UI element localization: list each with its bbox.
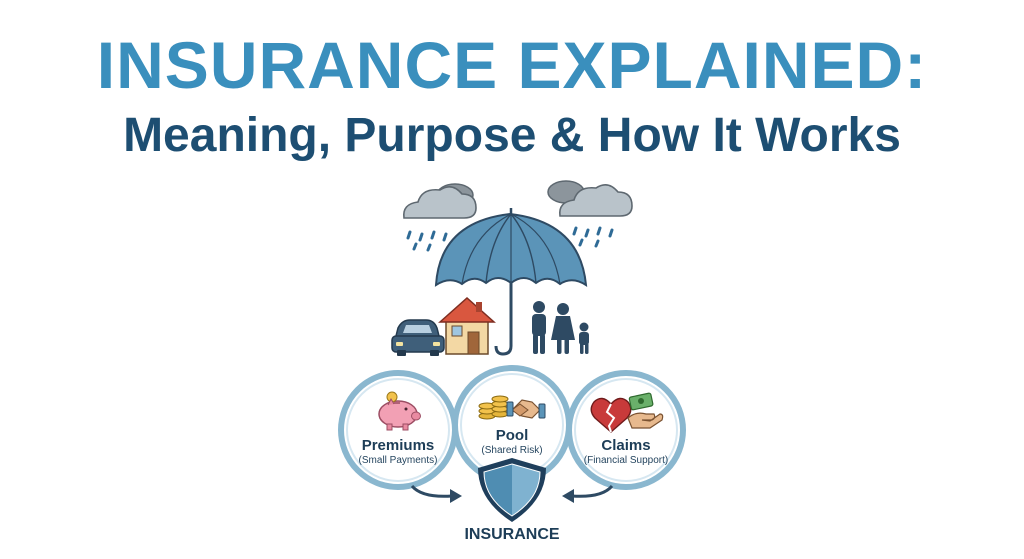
rain-cloud-icon <box>402 183 477 252</box>
pool-description: (Shared Risk) <box>481 445 543 456</box>
page-title: INSURANCE EXPLAINED: <box>96 28 928 102</box>
family-icon <box>532 301 589 354</box>
shield-icon <box>478 458 546 522</box>
premiums-description: (Small Payments) <box>358 455 438 466</box>
piggy-bank-icon <box>378 391 421 431</box>
right-arrow <box>562 484 614 503</box>
premiums-circle <box>338 370 458 490</box>
claims-name: Claims <box>601 437 651 454</box>
insurance-label: INSURANCE <box>464 526 560 543</box>
broken-heart-icon <box>590 397 632 433</box>
premiums-label: Premiums (Small Payments) <box>340 437 456 467</box>
car-icon <box>391 319 445 356</box>
claims-circle <box>566 370 686 490</box>
coin-stack-icon <box>478 395 509 420</box>
cash-in-hand-icon <box>627 392 664 429</box>
umbrella-icon <box>434 208 588 356</box>
premiums-name: Premiums <box>361 437 435 454</box>
claims-description: (Financial Support) <box>583 455 669 466</box>
handshake-icon <box>506 399 546 419</box>
left-arrow <box>410 484 462 503</box>
house-icon <box>438 296 496 355</box>
pool-label: Pool (Shared Risk) <box>454 427 570 457</box>
rain-cloud-icon <box>547 180 633 248</box>
page-subtitle: Meaning, Purpose & How It Works <box>123 109 901 162</box>
claims-label: Claims (Financial Support) <box>568 437 684 467</box>
pool-name: Pool <box>495 427 529 444</box>
